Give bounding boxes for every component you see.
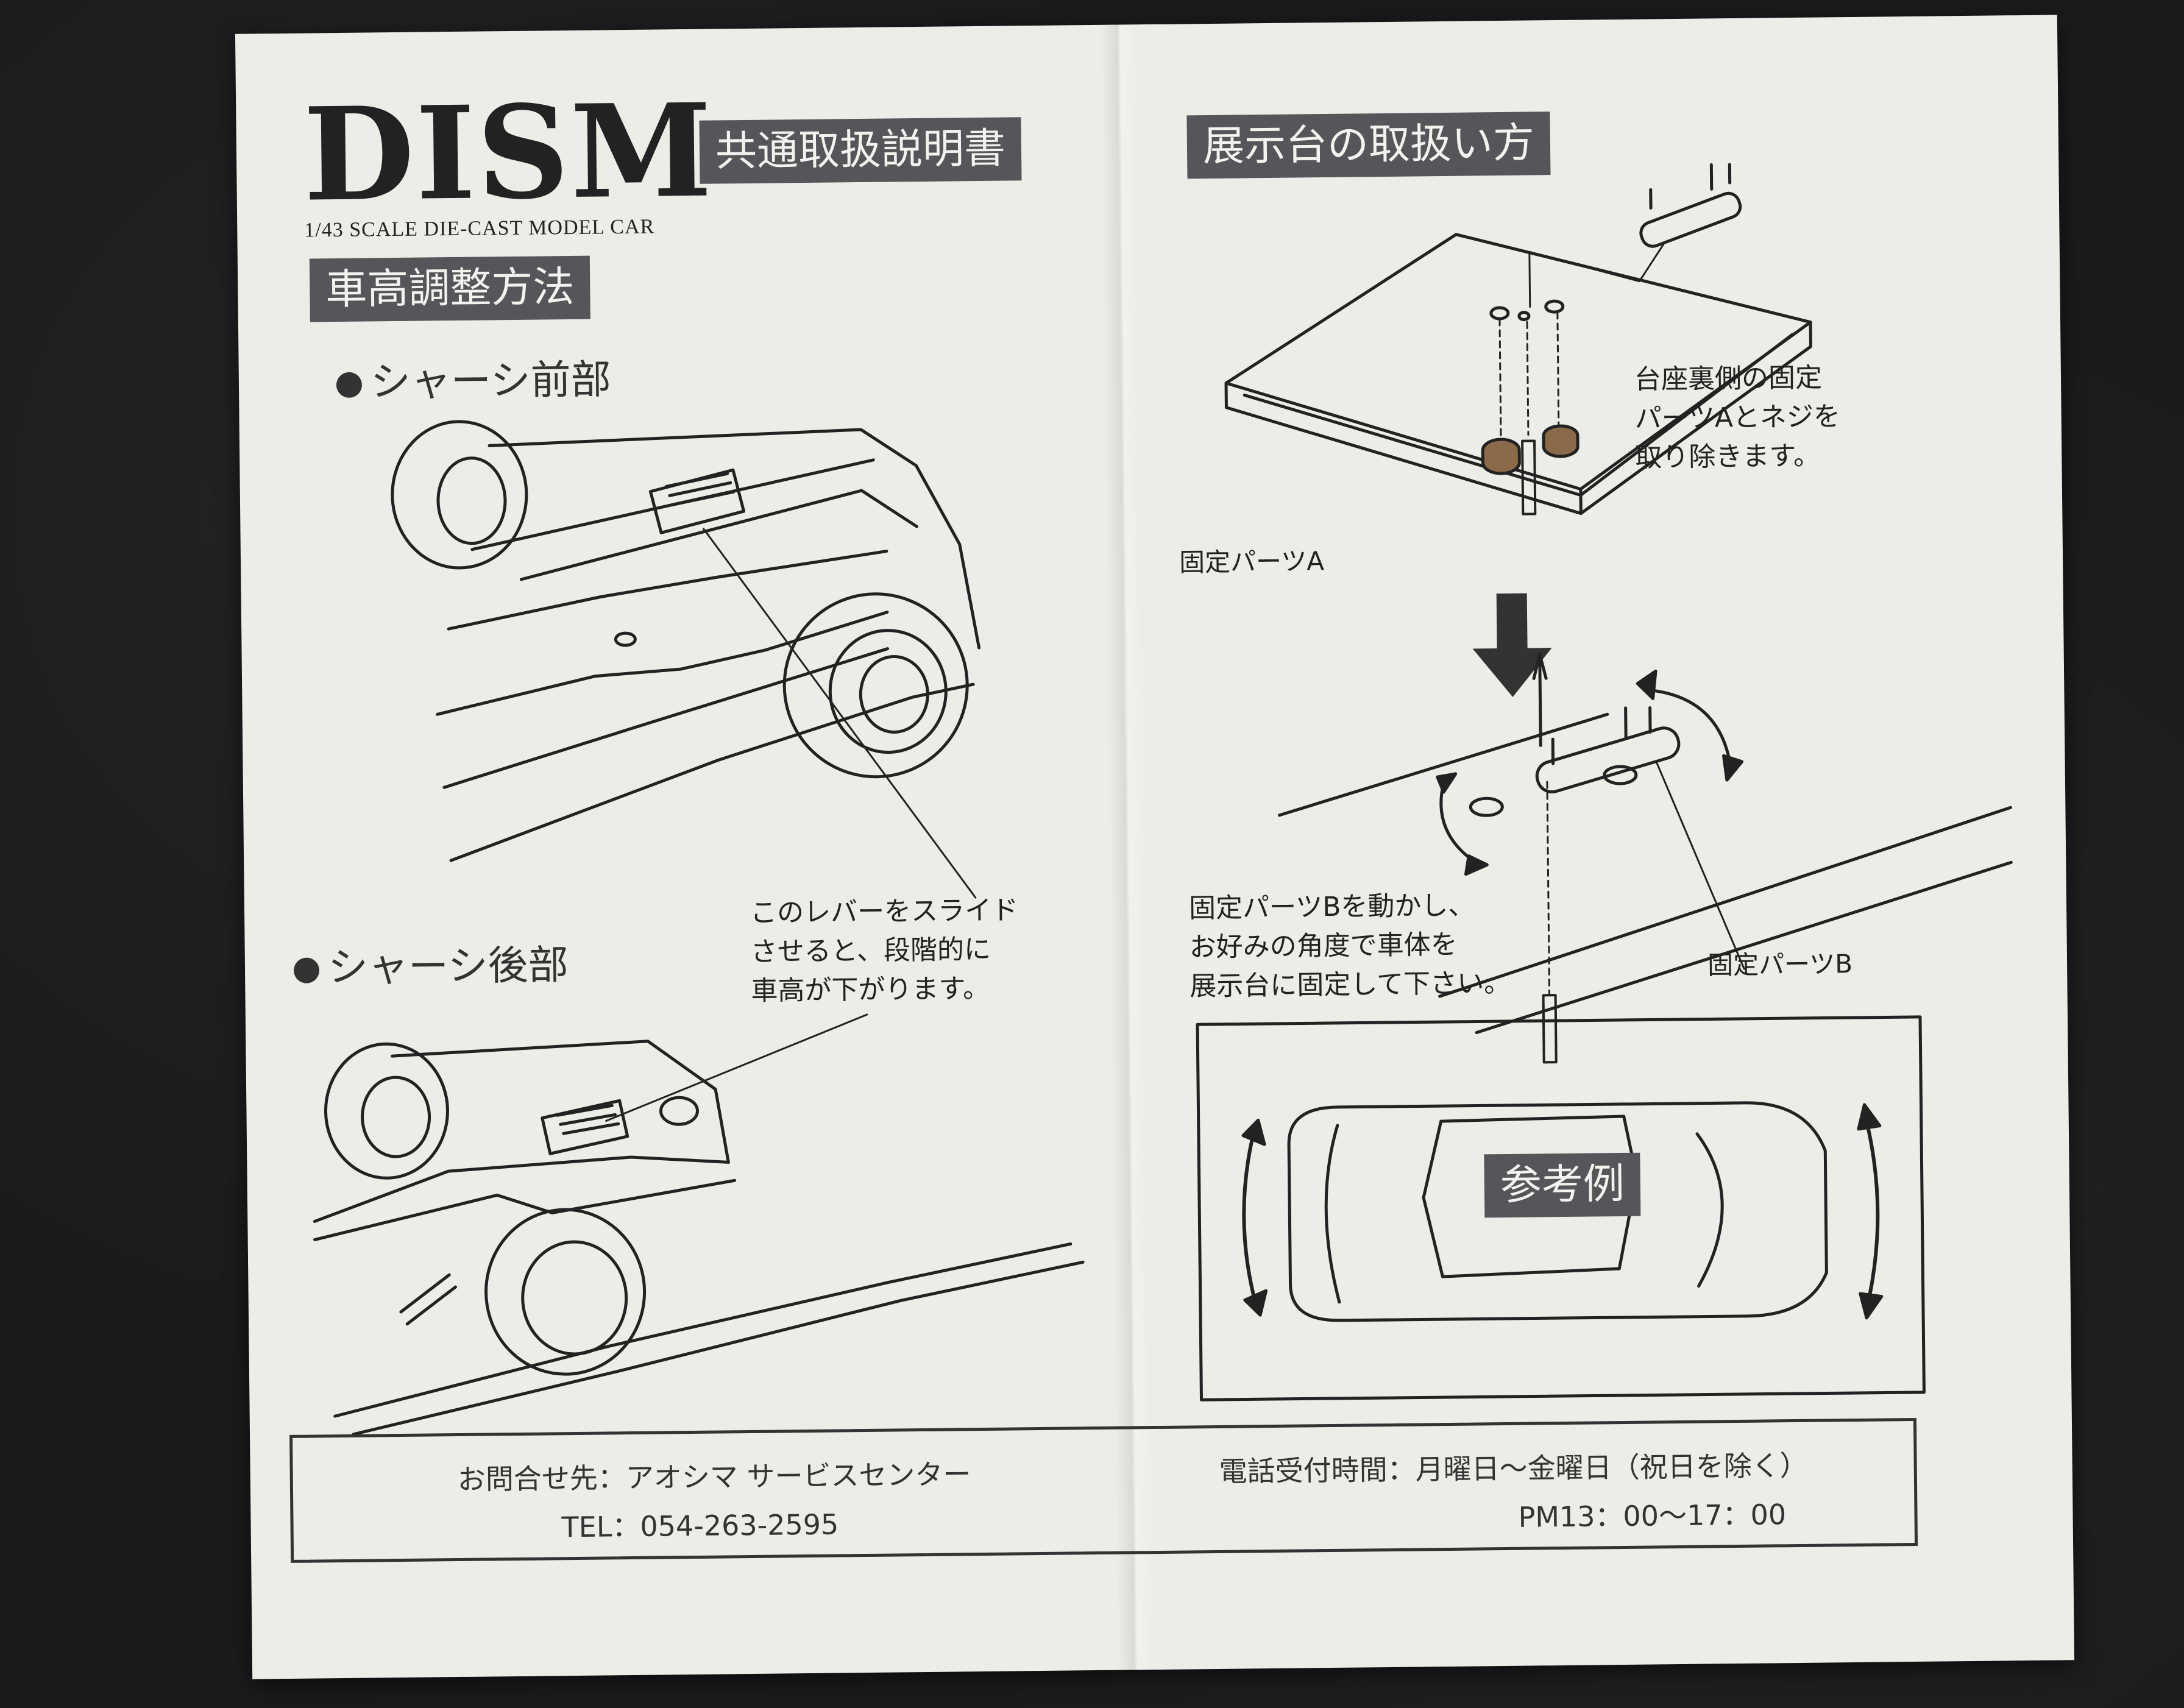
fixing-part-b	[1535, 726, 1681, 794]
stand-base-drawing	[1224, 163, 1812, 516]
heading-example: 参考例	[1484, 1152, 1641, 1218]
fix-note-line: 固定パーツBを動かし、	[1188, 890, 1475, 924]
fixing-part-b-drawing	[1277, 652, 2013, 1064]
footer-hours: PM13：00～17：00	[1518, 1498, 1787, 1534]
rear-wheel-right	[484, 1208, 647, 1376]
footer-hours-label: 電話受付時間：月曜日～金曜日（祝日を除く）	[1219, 1448, 1808, 1488]
footer-box: お問合せ先：アオシマ サービスセンター TEL：054-263-2595 電話受…	[289, 1417, 1918, 1563]
footer-tel: TEL：054-263-2595	[561, 1508, 839, 1544]
instruction-sheet: DISM 1/43 SCALE DIE-CAST MODEL CAR 共通取扱説…	[235, 15, 2075, 1679]
lever-note-line: 車高が下がります。	[751, 973, 990, 1007]
double-arrow-icon	[1865, 1124, 1880, 1299]
fix-note-line: お好みの角度で車体を	[1189, 929, 1458, 963]
bullet-dot	[293, 957, 320, 983]
brand-subtitle: 1/43 SCALE DIE-CAST MODEL CAR	[304, 215, 655, 242]
front-wheel-left	[391, 420, 528, 570]
rotate-arrow-icon	[1439, 781, 1477, 864]
remove-note: 台座裏側の固定 パーツAとネジを 取り除きます。	[1634, 358, 1841, 478]
example-box	[1196, 1015, 1926, 1401]
screw	[1521, 439, 1537, 516]
lever-note-line: このレバーをスライド	[750, 895, 1019, 929]
down-arrow-icon	[1472, 593, 1552, 697]
double-arrow-icon	[1242, 1136, 1256, 1299]
heading-stand-usage: 展示台の取扱い方	[1186, 112, 1551, 179]
heading-common-manual: 共通取扱説明書	[699, 117, 1022, 184]
part-a-label: 固定パーツA	[1179, 546, 1325, 578]
rear-wheel-left	[324, 1042, 449, 1180]
fix-note: 固定パーツBを動かし、 お好みの角度で車体を 展示台に固定して下さい。	[1189, 886, 1511, 1007]
lever-note: このレバーをスライド させると、段階的に 車高が下がります。	[750, 891, 1019, 1011]
bullet-rear-chassis: シャーシ後部	[293, 932, 569, 994]
heading-ride-height: 車高調整方法	[309, 255, 590, 322]
brand-logo: DISM	[302, 75, 714, 230]
fix-note-line: 展示台に固定して下さい。	[1190, 967, 1511, 1002]
front-wheel-right	[782, 592, 969, 779]
front-chassis-drawing	[391, 420, 981, 899]
part-b-label: 固定パーツB	[1707, 949, 1853, 980]
rear-chassis-label: シャーシ後部	[327, 941, 569, 991]
bullet-dot	[336, 372, 363, 398]
rotate-arrow-icon	[1642, 688, 1732, 764]
remove-note-line: 取り除きます。	[1635, 440, 1821, 473]
footer-contact: お問合せ先：アオシマ サービスセンター	[457, 1458, 971, 1497]
car-top-view	[1287, 1101, 1828, 1322]
remove-note-line: パーツAとネジを	[1634, 401, 1841, 434]
remove-note-line: 台座裏側の固定	[1634, 362, 1823, 395]
up-arrow-icon	[1532, 652, 1548, 747]
rear-chassis-drawing	[313, 1013, 1085, 1436]
fixing-part-b-top	[1639, 191, 1742, 248]
lever-rear	[541, 1099, 629, 1155]
lever-note-line: させると、段階的に	[750, 934, 991, 968]
fixing-part-a	[1481, 438, 1521, 475]
